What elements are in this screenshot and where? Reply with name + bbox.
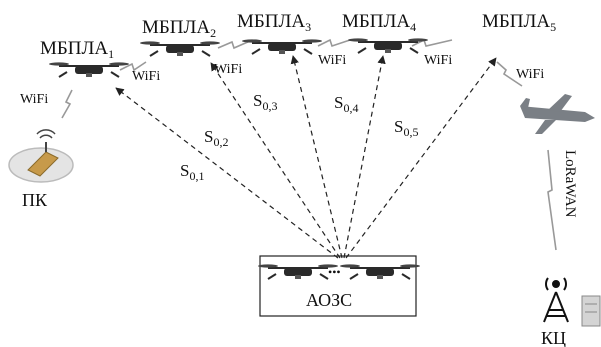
base-station-label: АОЗС bbox=[306, 290, 352, 310]
link-arrows bbox=[115, 55, 497, 259]
wifi-label-2-3: WiFi bbox=[214, 62, 242, 77]
wifi-label-4-5: WiFi bbox=[424, 53, 452, 68]
server-icon bbox=[581, 295, 601, 327]
link-label-4: S0,4 bbox=[334, 93, 358, 115]
uav-2-label: МБПЛА2 bbox=[142, 17, 216, 40]
uav-4-drone-icon bbox=[347, 37, 429, 54]
uav-3-drone-icon bbox=[241, 38, 323, 55]
link-arrow-5 bbox=[345, 57, 497, 259]
pc-icon bbox=[8, 129, 74, 183]
wifi-label-3-4: WiFi bbox=[318, 53, 346, 68]
base-station-box bbox=[259, 255, 417, 317]
link-arrow-1 bbox=[115, 87, 339, 259]
base-ellipsis: ••• bbox=[328, 265, 341, 279]
link-label-5: S0,5 bbox=[394, 117, 418, 139]
uav-5-plane-icon bbox=[520, 94, 595, 134]
uav-4-label: МБПЛА4 bbox=[342, 11, 416, 34]
base-drone-left-icon bbox=[257, 263, 339, 280]
lorawan-label: LoRaWAN bbox=[562, 150, 578, 218]
uav-3-label: МБПЛА3 bbox=[237, 11, 311, 34]
control-center-label: КЦ bbox=[541, 328, 566, 347]
tower-icon bbox=[543, 277, 569, 323]
wifi-label-1-2: WiFi bbox=[132, 69, 160, 84]
link-arrow-4 bbox=[343, 55, 386, 259]
pc-label: ПК bbox=[22, 190, 48, 210]
link-arrow-3 bbox=[290, 55, 343, 259]
wifi-label-pc: WiFi bbox=[20, 92, 48, 107]
link-label-3: S0,3 bbox=[253, 91, 277, 113]
link-label-1: S0,1 bbox=[180, 161, 204, 183]
uav-5-label: МБПЛА5 bbox=[482, 11, 556, 34]
link-label-2: S0,2 bbox=[204, 127, 228, 149]
base-drone-right-icon bbox=[339, 263, 421, 280]
uav-2-drone-icon bbox=[139, 40, 221, 57]
wifi-label-5-cc: WiFi bbox=[516, 67, 544, 82]
link-arrow-2 bbox=[210, 62, 341, 259]
uav-1-drone-icon bbox=[48, 61, 130, 78]
uav-1-label: МБПЛА1 bbox=[40, 38, 114, 61]
